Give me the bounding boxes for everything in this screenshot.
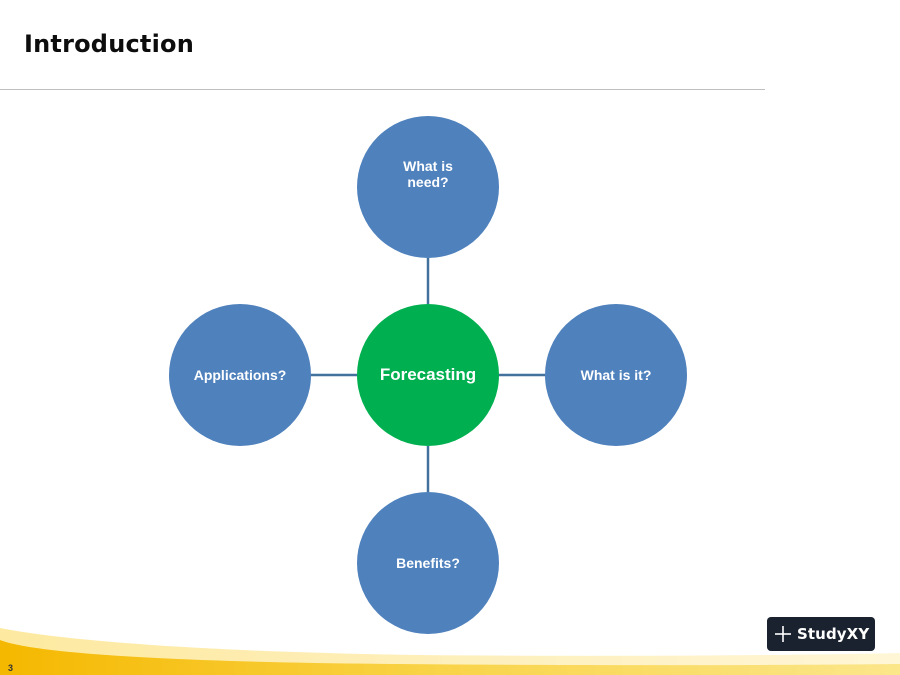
page-number: 3 — [8, 663, 14, 673]
title-divider — [0, 89, 765, 90]
studyxy-logo: StudyXY — [767, 617, 875, 651]
node-forecasting: Forecasting — [357, 304, 499, 446]
logo-brand: StudyXY — [797, 625, 870, 643]
slide-title: Introduction — [24, 30, 194, 58]
node-benefits-label: Benefits? — [396, 555, 460, 571]
node-applications: Applications? — [169, 304, 311, 446]
node-what-is-need-label: What is need? — [403, 158, 453, 190]
plus-icon — [775, 626, 791, 642]
node-what-is-it: What is it? — [545, 304, 687, 446]
node-benefits: Benefits? — [357, 492, 499, 634]
node-applications-label: Applications? — [193, 367, 287, 383]
node-what-is-need: What is need? — [357, 116, 499, 258]
node-what-is-it-label: What is it? — [580, 367, 652, 383]
node-forecasting-label: Forecasting — [379, 365, 477, 384]
